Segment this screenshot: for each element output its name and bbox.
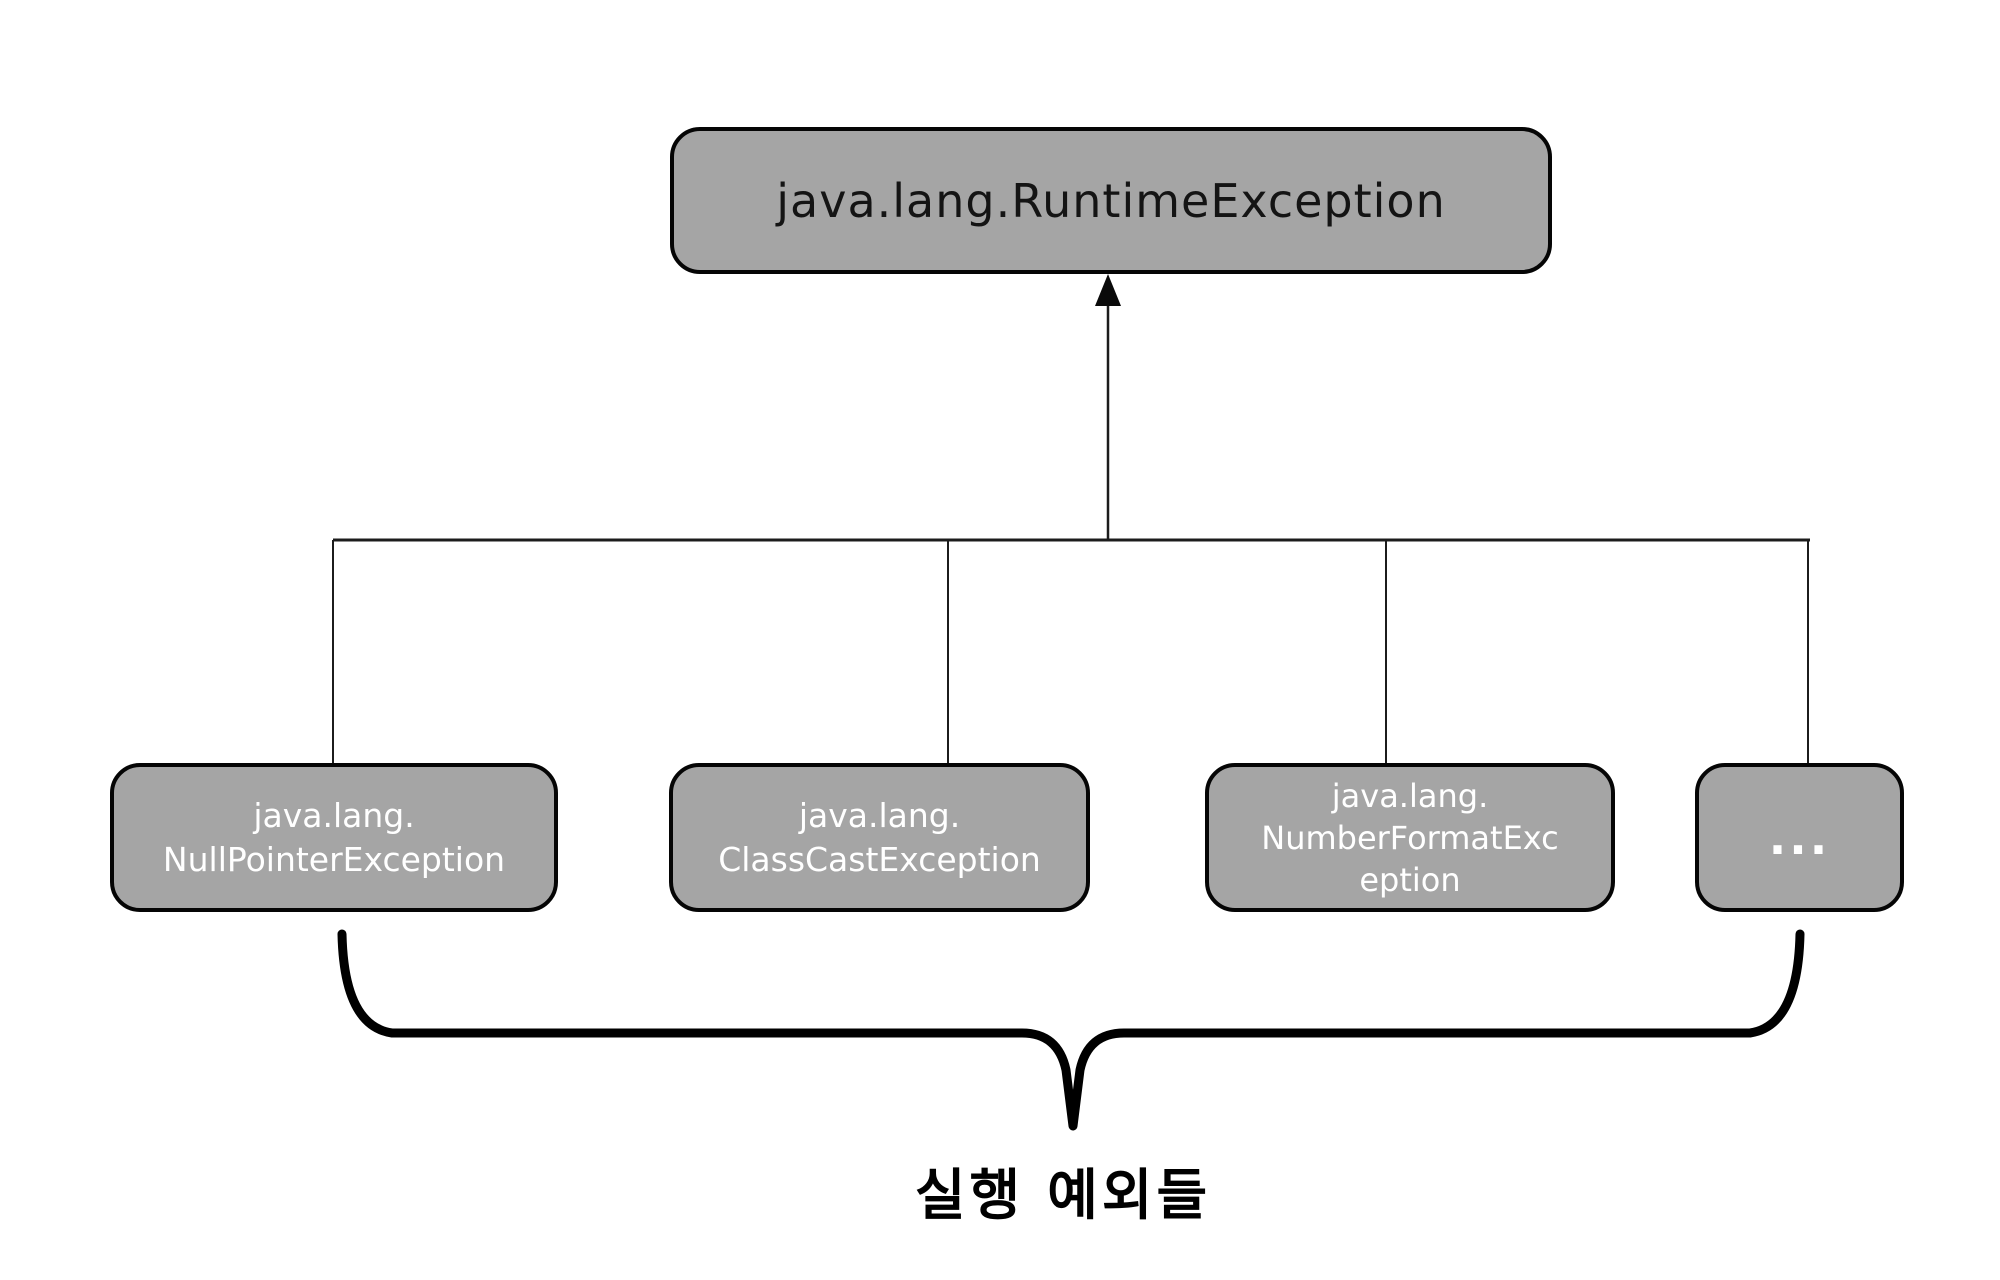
node-class-cast-exception: java.lang. ClassCastException (669, 763, 1090, 912)
node-label-line: NumberFormatExc (1261, 818, 1559, 857)
node-label-line: eption (1359, 860, 1461, 899)
node-label-line: NullPointerException (162, 839, 506, 879)
node-label-line: ClassCastException (718, 839, 1041, 879)
node-number-format-exception: java.lang. NumberFormatExc eption (1205, 763, 1615, 912)
arrow-up-icon (1095, 274, 1121, 306)
node-label-line: java.lang. (798, 795, 961, 835)
node-runtime-exception-label: java.lang.RuntimeException (776, 173, 1446, 228)
curly-brace (337, 929, 1805, 1131)
node-ellipsis: ... (1695, 763, 1904, 912)
caption-runtime-exceptions-korean: 실행 예외들 (914, 1163, 1212, 1227)
node-null-pointer-exception: java.lang. NullPointerException (110, 763, 558, 912)
ellipsis-label: ... (1768, 810, 1831, 865)
node-label-line: java.lang. (253, 795, 415, 835)
node-label-line: java.lang. (1331, 776, 1489, 815)
node-runtime-exception: java.lang.RuntimeException (670, 127, 1552, 274)
